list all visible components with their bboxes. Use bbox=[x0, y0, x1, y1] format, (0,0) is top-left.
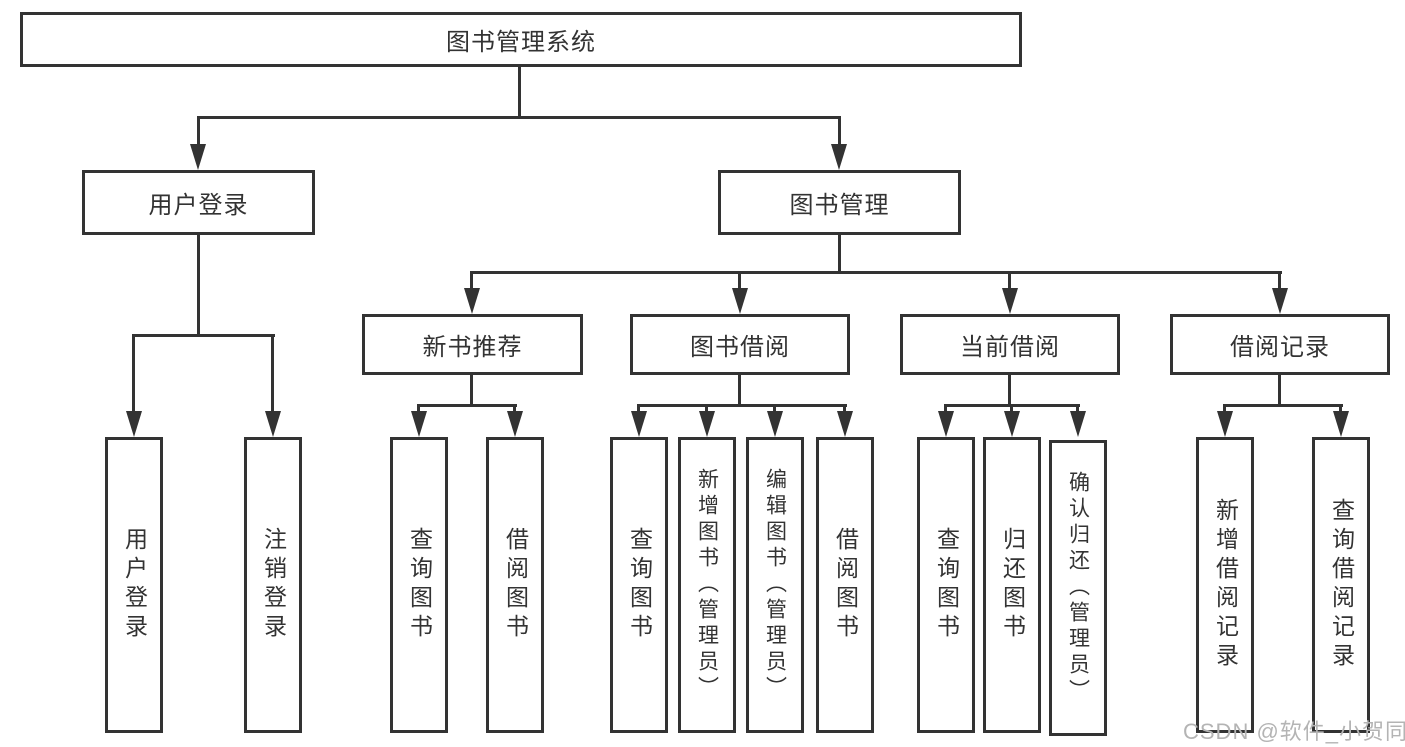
connector-new-book-stub bbox=[470, 375, 473, 406]
leaf-return-books: 归还图书 bbox=[983, 437, 1041, 733]
node-label: 查询借阅记录 bbox=[1328, 498, 1355, 672]
arrowhead-down-icon bbox=[464, 288, 480, 314]
node-borrowing-records: 借阅记录 bbox=[1170, 314, 1390, 375]
connector-book-management-stub bbox=[838, 235, 841, 273]
arrowhead-down-icon bbox=[837, 411, 853, 437]
node-label: 用户登录 bbox=[148, 192, 249, 219]
connector-to-borrowing-records bbox=[1278, 271, 1281, 291]
arrowhead-down-icon bbox=[411, 411, 427, 437]
arrowhead-down-icon bbox=[190, 144, 206, 170]
node-label: 新增借阅记录 bbox=[1212, 498, 1239, 672]
node-label: 查询图书 bbox=[933, 527, 960, 643]
node-label: 借阅图书 bbox=[832, 527, 859, 643]
connector-level2-branch bbox=[471, 271, 1282, 274]
node-label: 当前借阅 bbox=[960, 334, 1060, 361]
connector-to-new-book-recommend bbox=[470, 271, 473, 291]
arrowhead-down-icon bbox=[126, 411, 142, 437]
node-label: 新书推荐 bbox=[422, 334, 523, 361]
connector-to-leaf bbox=[705, 404, 708, 414]
node-new-book-recommend: 新书推荐 bbox=[362, 314, 583, 375]
node-label: 查询图书 bbox=[626, 527, 653, 643]
arrowhead-down-icon bbox=[831, 144, 847, 170]
node-current-borrowing: 当前借阅 bbox=[900, 314, 1120, 375]
node-label: 新增图书（管理员） bbox=[695, 468, 719, 702]
arrowhead-down-icon bbox=[507, 411, 523, 437]
leaf-query-borrow-record: 查询借阅记录 bbox=[1312, 437, 1370, 733]
connector-to-user-login bbox=[197, 116, 200, 146]
leaf-confirm-return-admin: 确认归还（管理员） bbox=[1049, 440, 1107, 736]
connector-to-leaf-logout bbox=[271, 334, 274, 413]
watermark-csdn: CSDN @软件_小贺同学 bbox=[1183, 719, 1405, 744]
connector-current-borrowing-stub bbox=[1008, 375, 1011, 406]
connector-book-borrowing-stub bbox=[738, 375, 741, 406]
leaf-add-books-admin: 新增图书（管理员） bbox=[678, 437, 736, 733]
arrowhead-down-icon bbox=[767, 411, 783, 437]
connector-new-book-branch bbox=[418, 404, 517, 407]
node-label: 确认归还（管理员） bbox=[1066, 471, 1090, 705]
connector-to-book-management bbox=[838, 116, 841, 146]
node-book-management: 图书管理 bbox=[718, 170, 961, 235]
arrowhead-down-icon bbox=[1004, 411, 1020, 437]
connector-to-leaf bbox=[1010, 404, 1013, 414]
arrowhead-down-icon bbox=[1217, 411, 1233, 437]
node-label: 用户登录 bbox=[121, 527, 148, 643]
connector-borrowing-records-branch bbox=[1223, 404, 1343, 407]
node-label: 编辑图书（管理员） bbox=[763, 468, 787, 702]
node-label: 归还图书 bbox=[999, 527, 1026, 643]
arrowhead-down-icon bbox=[1002, 288, 1018, 314]
connector-to-leaf-user-login bbox=[132, 334, 135, 413]
leaf-borrow-books-borrowing: 借阅图书 bbox=[816, 437, 874, 733]
arrowhead-down-icon bbox=[1272, 288, 1288, 314]
node-user-login: 用户登录 bbox=[82, 170, 315, 235]
connector-level1-branch bbox=[197, 116, 841, 119]
leaf-user-login: 用户登录 bbox=[105, 437, 163, 733]
node-label: 图书借阅 bbox=[690, 334, 790, 361]
arrowhead-down-icon bbox=[1333, 411, 1349, 437]
node-library-management-system: 图书管理系统 bbox=[20, 12, 1022, 67]
node-label: 查询图书 bbox=[406, 527, 433, 643]
leaf-edit-books-admin: 编辑图书（管理员） bbox=[746, 437, 804, 733]
leaf-add-borrow-record: 新增借阅记录 bbox=[1196, 437, 1254, 733]
node-label: 图书管理系统 bbox=[446, 29, 596, 56]
connector-to-leaf bbox=[944, 404, 947, 414]
connector-to-leaf bbox=[843, 404, 846, 414]
node-label: 图书管理 bbox=[789, 192, 890, 219]
leaf-borrow-books-recommend: 借阅图书 bbox=[486, 437, 544, 733]
leaf-query-books-borrowing: 查询图书 bbox=[610, 437, 668, 733]
node-label: 借阅记录 bbox=[1230, 334, 1330, 361]
arrowhead-down-icon bbox=[631, 411, 647, 437]
arrowhead-down-icon bbox=[732, 288, 748, 314]
connector-user-login-branch bbox=[133, 334, 275, 337]
node-label: 注销登录 bbox=[260, 527, 287, 643]
connector-to-leaf bbox=[1076, 404, 1079, 414]
arrowhead-down-icon bbox=[1070, 411, 1086, 437]
leaf-query-books-current: 查询图书 bbox=[917, 437, 975, 733]
node-label: 借阅图书 bbox=[502, 527, 529, 643]
connector-to-leaf bbox=[513, 404, 516, 414]
connector-to-current-borrowing bbox=[1008, 271, 1011, 291]
connector-to-book-borrowing bbox=[738, 271, 741, 291]
leaf-query-books-recommend: 查询图书 bbox=[390, 437, 448, 733]
node-book-borrowing: 图书借阅 bbox=[630, 314, 850, 375]
connector-to-leaf bbox=[417, 404, 420, 414]
connector-book-borrowing-branch bbox=[638, 404, 847, 407]
connector-borrowing-records-stub bbox=[1278, 375, 1281, 406]
connector-to-leaf bbox=[637, 404, 640, 414]
arrowhead-down-icon bbox=[699, 411, 715, 437]
arrowhead-down-icon bbox=[938, 411, 954, 437]
connector-to-leaf bbox=[1223, 404, 1226, 414]
leaf-logout: 注销登录 bbox=[244, 437, 302, 733]
connector-user-login-stub bbox=[197, 235, 200, 336]
arrowhead-down-icon bbox=[265, 411, 281, 437]
connector-to-leaf bbox=[773, 404, 776, 414]
connector-root-stub bbox=[518, 67, 521, 117]
connector-to-leaf bbox=[1339, 404, 1342, 414]
